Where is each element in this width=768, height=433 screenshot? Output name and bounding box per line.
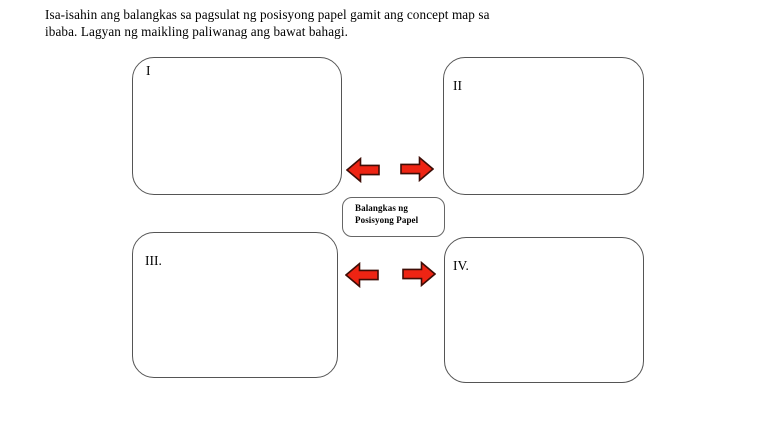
box-label-iv: IV. xyxy=(453,258,469,273)
box-label-i: I xyxy=(146,63,151,78)
answer-box-iv[interactable]: IV. xyxy=(444,237,644,383)
instructions-line-1: Isa-isahin ang balangkas sa pagsulat ng … xyxy=(45,7,490,22)
right-block-arrow-icon xyxy=(402,261,436,287)
answer-box-iii[interactable]: III. xyxy=(132,232,338,378)
center-topic-line-1: Balangkas ng xyxy=(355,203,408,213)
center-topic-line-2: Posisyong Papel xyxy=(355,215,419,226)
left-block-arrow-icon xyxy=(346,157,380,183)
instructions-line-2: ibaba. Lagyan ng maikling paliwanag ang … xyxy=(45,23,349,39)
center-topic-box: Balangkas ng Posisyong Papel xyxy=(342,197,445,237)
answer-box-i[interactable]: I xyxy=(132,57,342,195)
box-label-iii: III. xyxy=(145,253,162,268)
box-label-ii: II xyxy=(453,78,462,93)
right-block-arrow-icon xyxy=(400,156,434,182)
answer-box-ii[interactable]: II xyxy=(443,57,644,195)
instructions: Isa-isahin ang balangkas sa pagsulat ng … xyxy=(45,7,585,40)
left-block-arrow-icon xyxy=(345,262,379,288)
